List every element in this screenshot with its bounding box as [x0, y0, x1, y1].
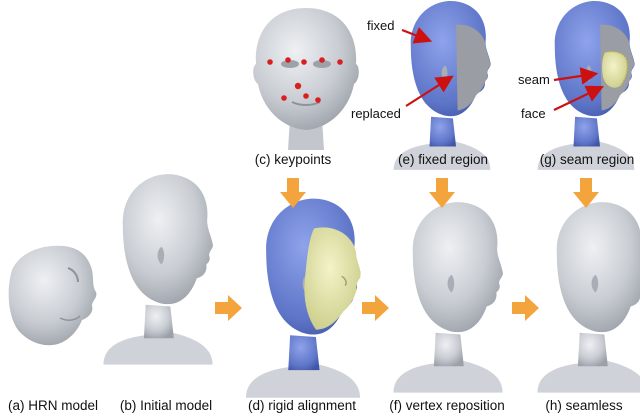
- label-face: face: [521, 106, 546, 121]
- label-replaced: replaced: [351, 106, 401, 121]
- arrow-c-to-d: [280, 178, 306, 208]
- seam-region-head: [537, 0, 635, 170]
- caption-seamless: (h) seamless: [545, 398, 623, 413]
- seamless-head: [537, 202, 640, 393]
- arrow-d-to-f: [362, 295, 389, 321]
- hrn-face-mask: [8, 245, 97, 346]
- caption-seam-region: (g) seam region: [539, 152, 635, 167]
- caption-initial-model: (b) Initial model: [119, 398, 213, 413]
- arrow-b-to-d: [215, 295, 242, 321]
- label-seam: seam: [518, 72, 550, 87]
- caption-hrn-model: (a) HRN model: [7, 398, 99, 413]
- vertex-reposition-head: [393, 202, 503, 393]
- caption-fixed-region: (e) fixed region: [397, 152, 489, 167]
- flow-arrows: [215, 178, 599, 321]
- keypoint-markers: [267, 57, 343, 103]
- initial-model: [103, 174, 213, 365]
- rigid-alignment-head: [245, 198, 361, 398]
- caption-vertex-reposition: (f) vertex reposition: [389, 398, 505, 413]
- arrow-f-to-h: [512, 295, 539, 321]
- arrow-g-to-h: [573, 178, 599, 208]
- annotation-pointers: [401, 27, 604, 111]
- caption-keypoints: (c) keypoints: [254, 152, 332, 167]
- label-fixed: fixed: [367, 18, 394, 33]
- arrow-e-to-f: [429, 178, 455, 208]
- fixed-region-head: [393, 0, 491, 170]
- caption-rigid-alignment: (d) rigid alignment: [247, 398, 357, 413]
- keypoints-head: [253, 8, 359, 150]
